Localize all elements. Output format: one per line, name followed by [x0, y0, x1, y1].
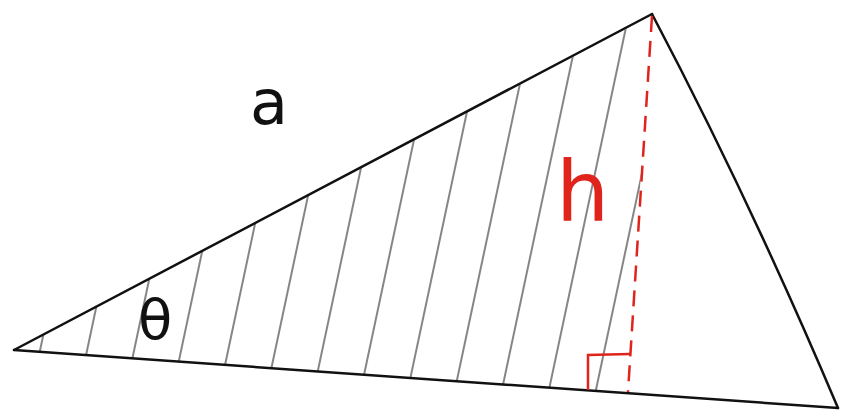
- altitude-line: [628, 16, 652, 392]
- triangle-base: [14, 350, 838, 408]
- height-label: h: [556, 150, 609, 234]
- triangle-side-a: [14, 14, 652, 350]
- side-label: a: [250, 72, 288, 134]
- right-angle-mark: [588, 354, 630, 390]
- angle-label: θ: [138, 292, 172, 348]
- triangle-side: [652, 14, 838, 408]
